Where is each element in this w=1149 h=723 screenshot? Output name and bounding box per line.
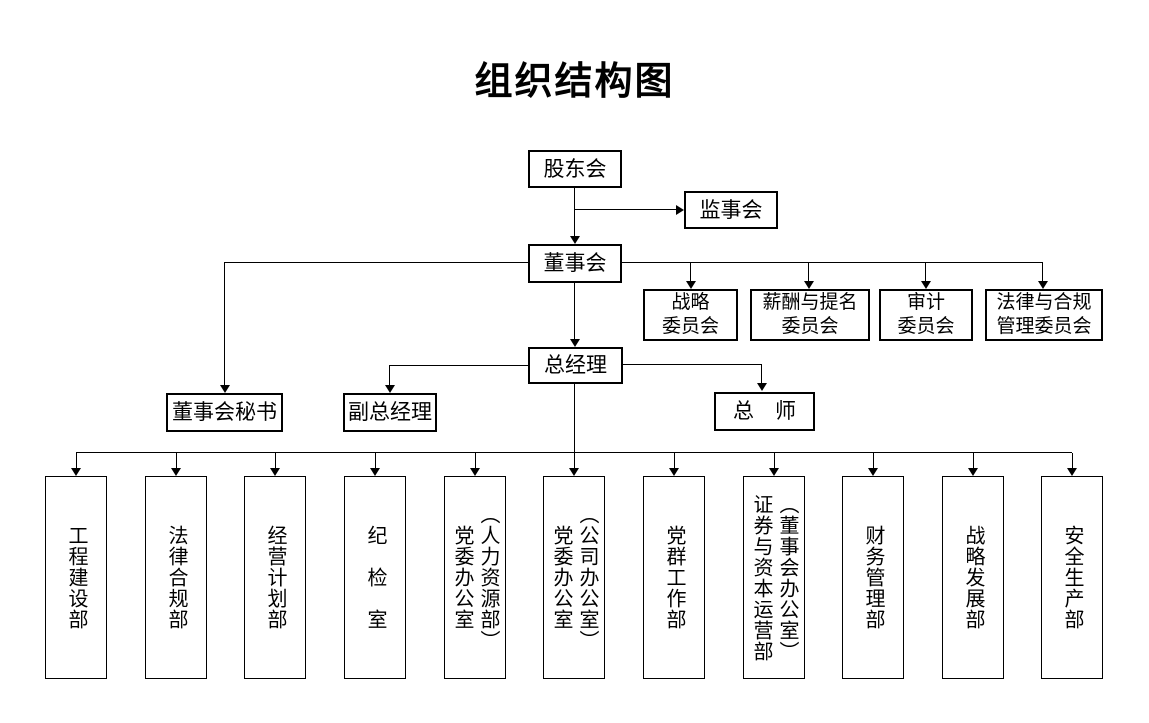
node-supervisory-board-label: 监事会	[699, 198, 763, 222]
audit-committee-label: 审计 委员会	[897, 292, 955, 337]
connector-gm-right	[623, 364, 762, 365]
dept-party-mass-work-label: 党群工作部	[663, 525, 685, 630]
arrowhead-strategy-committee	[686, 281, 696, 289]
arrowhead-dept-1	[71, 468, 81, 476]
arrowhead-dept-5	[470, 468, 480, 476]
connector-dept-drop	[973, 453, 974, 468]
dept-discipline-inspection-label: 纪 检 室	[364, 525, 386, 630]
arrowhead-dept-9	[868, 468, 878, 476]
node-chief-engineer: 总 师	[714, 392, 815, 431]
node-legal-compliance-committee: 法律与合规 管理委员会	[985, 289, 1103, 341]
node-audit-committee: 审计 委员会	[879, 289, 973, 341]
dept-business-planning-label: 经营计划部	[264, 525, 286, 630]
connector-dept-drop	[1072, 453, 1073, 468]
dept-party-mass-work: 党群工作部	[643, 476, 705, 679]
arrowhead-dept-6	[569, 468, 579, 476]
node-board-of-directors: 董事会	[528, 244, 622, 283]
dept-safety-production-label: 安全生产部	[1061, 525, 1083, 630]
connector-dept-drop	[873, 453, 874, 468]
connector-dept-drop	[76, 453, 77, 468]
connector-dept-drop	[674, 453, 675, 468]
page-title: 组织结构图	[474, 61, 675, 103]
arrowhead-legal-committee	[1038, 281, 1048, 289]
dept-finance-management-label: 财务管理部	[862, 525, 884, 630]
arrowhead-secretary	[220, 385, 230, 393]
dept-securities-capital-operation: 证券与资本运营部 （董事会办公室）	[743, 476, 805, 679]
connector-dept-drop	[574, 453, 575, 468]
connector-departments-bus	[76, 452, 1072, 453]
dept-party-committee-office-hr: 党委办公室 （人力资源部）	[444, 476, 506, 679]
arrowhead-dept-3	[270, 468, 280, 476]
connector-shareholders-board	[574, 188, 575, 238]
connector-board-left	[225, 262, 528, 263]
arrowhead-supervisory	[676, 205, 684, 215]
arrowhead-dept-11	[1067, 468, 1077, 476]
connector-deputy-drop	[389, 365, 390, 385]
dept-legal-compliance-label: 法律合规部	[165, 525, 187, 630]
strategy-committee-label: 战略 委员会	[661, 292, 719, 337]
dept-legal-compliance: 法律合规部	[145, 476, 207, 679]
node-deputy-general-manager: 副总经理	[343, 393, 437, 432]
dept-finance-management: 财务管理部	[842, 476, 904, 679]
arrowhead-chief-engineer	[757, 383, 767, 391]
connector-chief-drop	[761, 364, 762, 383]
connector-dept-drop	[275, 453, 276, 468]
node-board-of-directors-label: 董事会	[543, 252, 607, 275]
arrowhead-gm	[570, 339, 580, 347]
connector-dept-drop	[375, 453, 376, 468]
general-manager-label: 总经理	[544, 354, 607, 377]
connector-committee-drop	[925, 262, 926, 281]
dept-party-committee-office-company: 党委办公室 （公司办公室）	[543, 476, 605, 679]
connector-dept-drop	[475, 453, 476, 468]
arrowhead-dept-7	[669, 468, 679, 476]
deputy-general-manager-label: 副总经理	[348, 401, 432, 424]
connector-committees-bus	[622, 262, 1043, 263]
connector-gm-down	[574, 384, 575, 453]
dept-party-committee-office-company-label: 党委办公室 （公司办公室）	[550, 504, 598, 651]
connector-to-supervisory	[575, 209, 676, 210]
arrowhead-dept-10	[968, 468, 978, 476]
connector-board-gm	[574, 283, 575, 339]
dept-strategy-development: 战略发展部	[942, 476, 1004, 679]
dept-engineering-construction-label: 工程建设部	[65, 525, 87, 630]
node-shareholders-label: 股东会	[543, 157, 607, 181]
board-secretary-label: 董事会秘书	[172, 401, 277, 424]
dept-party-committee-office-hr-label: 党委办公室 （人力资源部）	[451, 504, 499, 651]
node-shareholders: 股东会	[528, 150, 622, 188]
arrowhead-dept-8	[769, 468, 779, 476]
arrowhead-board	[570, 236, 580, 244]
dept-business-planning: 经营计划部	[244, 476, 306, 679]
node-general-manager: 总经理	[528, 347, 623, 384]
connector-committee-drop	[808, 262, 809, 281]
dept-securities-capital-operation-label: 证券与资本运营部 （董事会办公室）	[750, 493, 798, 662]
arrowhead-dept-2	[171, 468, 181, 476]
connector-committee-drop	[690, 262, 691, 281]
connector-dept-drop	[774, 453, 775, 468]
node-strategy-committee: 战略 委员会	[643, 289, 738, 341]
arrowhead-deputy-gm	[385, 385, 395, 393]
legal-compliance-committee-label: 法律与合规 管理委员会	[996, 292, 1092, 337]
dept-engineering-construction: 工程建设部	[45, 476, 107, 679]
arrowhead-dept-4	[370, 468, 380, 476]
connector-dept-drop	[176, 453, 177, 468]
chief-engineer-label: 总 师	[733, 400, 796, 423]
arrowhead-audit-committee	[921, 281, 931, 289]
node-board-secretary: 董事会秘书	[166, 393, 283, 432]
node-supervisory-board: 监事会	[684, 191, 778, 229]
connector-secretary-drop	[224, 262, 225, 385]
connector-gm-left	[390, 365, 528, 366]
dept-safety-production: 安全生产部	[1041, 476, 1103, 679]
connector-committee-drop	[1042, 262, 1043, 281]
dept-discipline-inspection: 纪 检 室	[344, 476, 406, 679]
compensation-nomination-committee-label: 薪酬与提名 委员会	[762, 292, 858, 337]
arrowhead-compensation-committee	[804, 281, 814, 289]
dept-strategy-development-label: 战略发展部	[962, 525, 984, 630]
node-compensation-nomination-committee: 薪酬与提名 委员会	[750, 289, 870, 341]
